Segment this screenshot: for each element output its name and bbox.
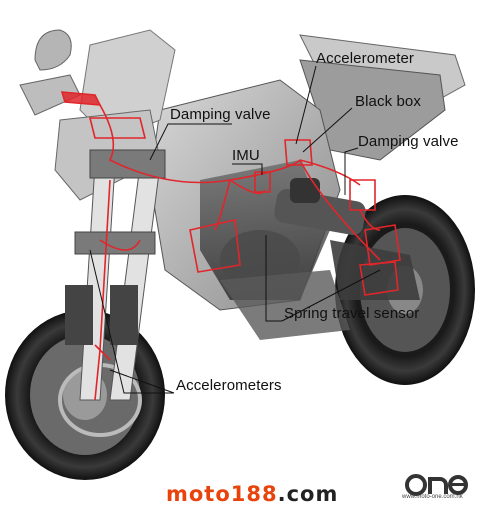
windscreen (19, 29, 176, 201)
black-box-unit (284, 139, 313, 166)
moto-one-logo (402, 463, 468, 503)
label-accelerometer: Accelerometer (316, 50, 415, 67)
front-sensor-lines (94, 239, 141, 361)
rear-shock (274, 178, 366, 235)
leader-lines (89, 65, 381, 394)
label-damping-valve-front: Damping valve (170, 106, 271, 123)
dashboard-unit (88, 117, 147, 139)
front-fork (65, 149, 166, 401)
rear-valve-unit (349, 179, 376, 211)
spring-sensor-unit (364, 224, 401, 266)
wiring-harness (99, 104, 381, 261)
label-spring-travel-sensor: Spring travel sensor (284, 305, 420, 322)
site-name-part1: moto188 (166, 482, 278, 506)
label-accelerometers: Accelerometers (176, 377, 282, 394)
watermark-url: www.moto-one.com.hk (402, 494, 463, 500)
imu-unit (254, 171, 271, 193)
site-name-part2: .com (277, 482, 339, 506)
label-black-box: Black box (355, 93, 421, 110)
site-footer[interactable]: moto188.com (166, 482, 338, 506)
label-imu: IMU (232, 147, 260, 164)
rear-subframe (299, 34, 466, 161)
electronic-components (60, 91, 401, 401)
rear-caliper (359, 261, 399, 296)
ecu-unit (189, 219, 241, 273)
label-damping-valve-rear: Damping valve (358, 133, 459, 150)
